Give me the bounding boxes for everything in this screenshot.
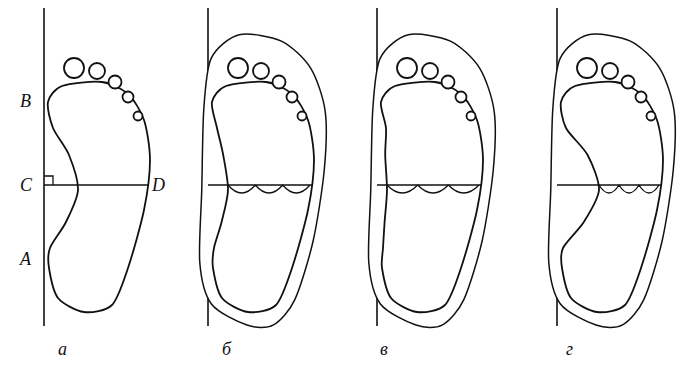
panel-caption: б bbox=[222, 340, 231, 358]
measure-line bbox=[377, 184, 481, 186]
point-letter: A bbox=[20, 250, 31, 268]
footprint-outline bbox=[212, 82, 314, 312]
footprint-outline bbox=[48, 82, 150, 312]
shoe-outline-inner bbox=[552, 37, 672, 324]
footprint-outline bbox=[381, 82, 483, 312]
foot-panel bbox=[203, 8, 323, 326]
scallop-marks bbox=[599, 185, 659, 193]
panel-caption: а bbox=[58, 340, 67, 358]
measure-line bbox=[44, 184, 148, 186]
toe-print bbox=[467, 112, 476, 121]
scallop-marks bbox=[387, 185, 479, 193]
shoe-outline bbox=[203, 37, 323, 324]
toe-print bbox=[622, 76, 635, 89]
toe-print bbox=[298, 112, 307, 121]
right-angle-mark bbox=[44, 176, 53, 185]
toe-print bbox=[397, 58, 417, 78]
measure-line bbox=[208, 184, 312, 186]
reference-line bbox=[43, 8, 45, 326]
shoe-outline-inner bbox=[203, 37, 323, 324]
toe-print bbox=[273, 76, 286, 89]
toe-print bbox=[89, 63, 105, 79]
toe-print bbox=[228, 58, 248, 78]
foot-panel bbox=[552, 8, 672, 326]
toe-print bbox=[636, 92, 647, 103]
measure-line bbox=[557, 184, 661, 186]
shoe-outline-inner bbox=[372, 37, 492, 324]
toe-print bbox=[442, 76, 455, 89]
toe-print bbox=[64, 58, 84, 78]
toe-print bbox=[456, 92, 467, 103]
shoe-outline bbox=[372, 37, 492, 324]
toe-print bbox=[647, 112, 656, 121]
toe-print bbox=[577, 58, 597, 78]
toe-print bbox=[109, 76, 122, 89]
point-letter: C bbox=[20, 176, 32, 194]
toe-print bbox=[134, 112, 143, 121]
toe-print bbox=[422, 63, 438, 79]
point-letter: D bbox=[152, 176, 165, 194]
toe-print bbox=[602, 63, 618, 79]
scallop-marks bbox=[228, 185, 310, 193]
toe-print bbox=[123, 92, 134, 103]
foot-panel bbox=[372, 8, 492, 326]
foot-panel bbox=[44, 8, 150, 326]
toe-print bbox=[287, 92, 298, 103]
point-letter: B bbox=[20, 92, 31, 110]
toe-print bbox=[253, 63, 269, 79]
footprint-outline bbox=[561, 82, 663, 312]
panel-caption: г bbox=[566, 340, 573, 358]
shoe-outline bbox=[552, 37, 672, 324]
panel-caption: в bbox=[380, 340, 388, 358]
